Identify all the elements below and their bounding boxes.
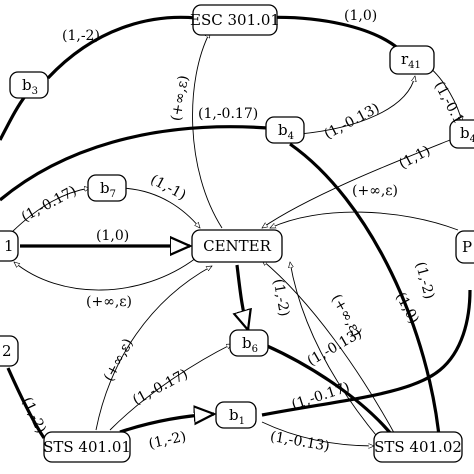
edge-center-esc: [192, 32, 223, 229]
edge-label-b4-sts02: (1,-2): [412, 260, 437, 301]
svg-text:1: 1: [4, 237, 14, 255]
svg-text:ESC 301.01: ESC 301.01: [190, 11, 280, 29]
edge-left-b4: [0, 125, 269, 202]
svg-text:b6: b6: [242, 334, 258, 355]
edge-label-center-esc: (+∞,ε): [168, 74, 192, 122]
svg-text:b4: b4: [460, 124, 474, 145]
edge-b3-esc: [46, 15, 197, 80]
node-b4: b4: [265, 116, 305, 144]
svg-text:STS 401.01: STS 401.01: [43, 438, 131, 456]
edge-label-b1-p: (1,-0.17): [290, 379, 352, 413]
edge-label-left-low-sts01: (1,-2): [18, 395, 49, 436]
edge-center-b6: [237, 264, 248, 330]
node-b7: b7: [87, 174, 127, 202]
edge-label-left-b7: (1,-0.17): [19, 183, 80, 225]
node-r41: r41: [389, 45, 435, 75]
edge-b6-sts02: [264, 343, 398, 441]
svg-text:P: P: [462, 238, 472, 256]
edge-label-b1-sts02: (1,-0.13): [269, 429, 331, 455]
edge-center-b4r: [262, 139, 451, 228]
node-b1: b1: [215, 401, 257, 429]
edge-sts01-b6: [109, 343, 232, 431]
edge-label-b3-esc: (1,-2): [62, 28, 100, 44]
node-b-right-top: b4: [449, 119, 474, 149]
edge-b1-sts02: [261, 421, 374, 446]
edge-b7-center: [121, 187, 200, 228]
edge-label-left-b4: (1,-0.17): [198, 106, 258, 122]
edge-label-center-left: (+∞,ε): [86, 294, 132, 310]
edge-label-left-center: (1,0): [96, 228, 129, 244]
node-p-right: P: [455, 230, 474, 264]
edge-left-b3: [0, 94, 28, 141]
svg-text:STS 401.02: STS 401.02: [374, 438, 462, 456]
node-sts-401-02: STS 401.02: [373, 431, 463, 463]
edge-center-sts02: [262, 260, 399, 441]
edge-left-low-sts01: [6, 367, 46, 439]
svg-text:b1: b1: [229, 406, 245, 427]
svg-text:CENTER: CENTER: [203, 237, 272, 255]
svg-text:b7: b7: [100, 179, 116, 200]
edge-label-b4-r41: (1,-0.13): [322, 100, 383, 142]
edge-sts02-center: [290, 262, 381, 441]
edge-label-p-center: (+∞,ε): [352, 183, 398, 199]
edge-label-sts01-b6: (1,-0.17): [130, 366, 191, 408]
edge-label-center-b4r: (1,1): [396, 143, 433, 173]
edge-b4-sts02: [289, 142, 442, 447]
node-left-low: 2: [0, 335, 19, 367]
svg-text:b3: b3: [22, 76, 38, 97]
edge-label-b6-sts02: (1,-0.13): [305, 326, 365, 370]
edge-label-center-b6: (1,-2): [270, 278, 292, 318]
node-center: CENTER: [191, 229, 283, 263]
edge-label-sts01-b1: (1,-2): [147, 429, 187, 453]
edge-b4-r41: [299, 76, 415, 135]
node-b6: b6: [229, 329, 269, 357]
svg-text:r41: r41: [401, 50, 421, 71]
edge-center-left: [14, 257, 197, 291]
edge-label-sts01-center: (+∞,ε): [101, 336, 137, 384]
edge-label-esc-r41: (1,0): [344, 8, 377, 24]
edge-b1-p: [261, 289, 472, 417]
edge-p-center: [270, 211, 459, 231]
edge-sts01-b1: [119, 414, 214, 434]
edge-label-r41-right: (1,-0.1: [431, 79, 467, 127]
edge-label-b7-center: (1,-1): [148, 172, 189, 204]
node-sts-401-01: STS 401.01: [43, 431, 131, 463]
node-left-mid: 1: [0, 230, 19, 262]
svg-text:2: 2: [2, 342, 12, 360]
edge-label-center-sts02: (1,0): [392, 290, 422, 327]
edge-sts01-center: [95, 265, 212, 431]
node-b3: b3: [9, 71, 49, 99]
svg-text:b4: b4: [278, 121, 294, 142]
node-esc-301-01: ESC 301.01: [190, 4, 280, 36]
edge-left-b7: [11, 188, 90, 233]
